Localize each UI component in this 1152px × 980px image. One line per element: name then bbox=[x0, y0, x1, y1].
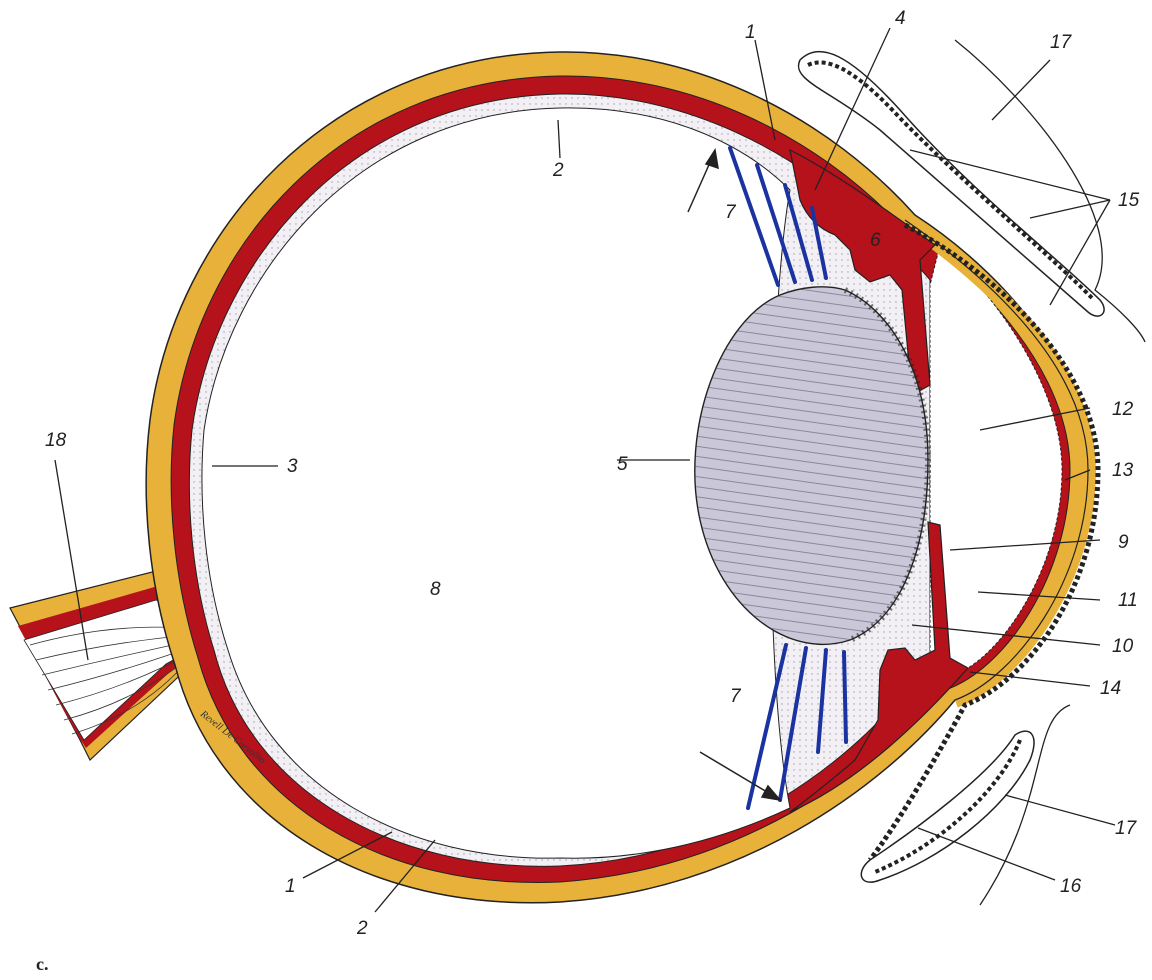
label-1-bottom: 1 bbox=[285, 876, 296, 897]
label-6: 6 bbox=[870, 230, 881, 251]
label-11: 11 bbox=[1118, 590, 1138, 611]
label-18: 18 bbox=[45, 430, 67, 451]
label-12: 12 bbox=[1112, 399, 1134, 420]
label-14: 14 bbox=[1100, 678, 1121, 699]
label-3: 3 bbox=[287, 456, 298, 477]
label-5: 5 bbox=[617, 454, 628, 475]
label-4: 4 bbox=[895, 8, 906, 29]
label-16: 16 bbox=[1060, 876, 1082, 897]
label-2-bottom: 2 bbox=[356, 918, 368, 939]
label-17-top: 17 bbox=[1050, 32, 1073, 53]
label-15: 15 bbox=[1118, 190, 1140, 211]
label-8: 8 bbox=[430, 579, 441, 600]
label-1-top: 1 bbox=[745, 22, 756, 43]
label-7-top: 7 bbox=[725, 202, 737, 223]
label-7-bottom: 7 bbox=[730, 686, 742, 707]
label-13: 13 bbox=[1112, 460, 1134, 481]
label-10: 10 bbox=[1112, 636, 1134, 657]
label-17-bottom: 17 bbox=[1115, 818, 1138, 839]
label-2-top: 2 bbox=[552, 160, 564, 181]
label-9: 9 bbox=[1118, 532, 1129, 553]
corner-mark: c. bbox=[36, 954, 49, 974]
